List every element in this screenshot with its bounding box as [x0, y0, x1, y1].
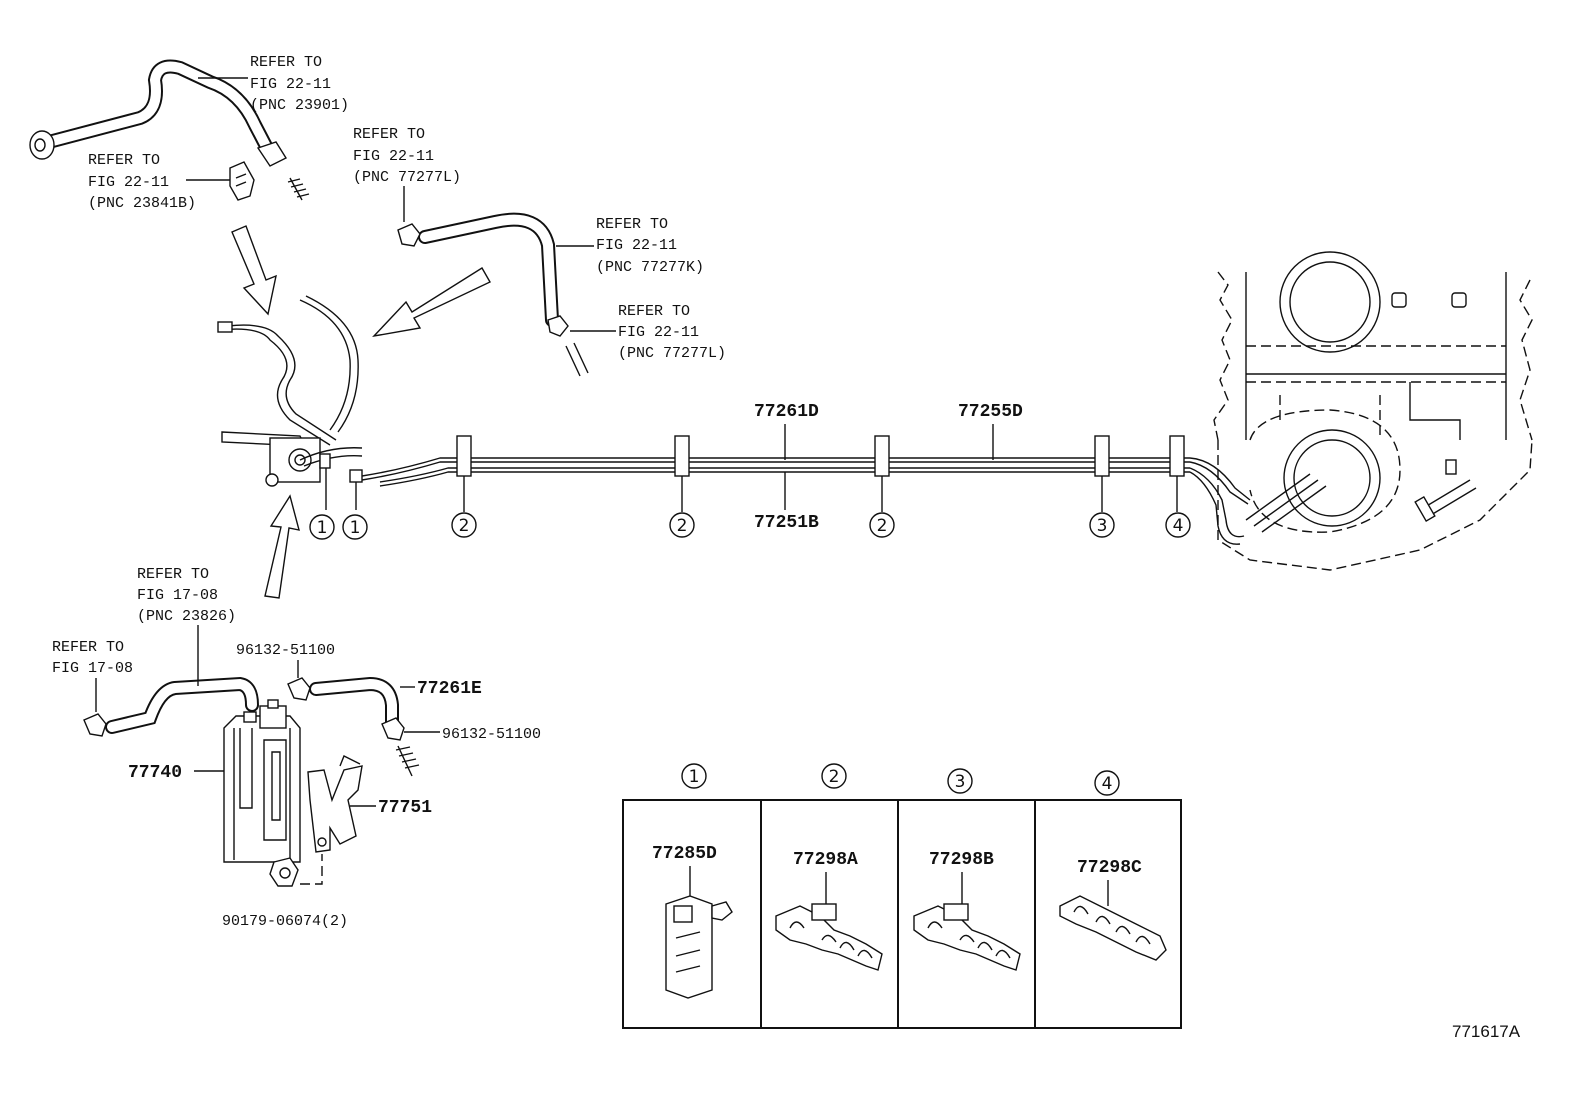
hose-77277K — [397, 212, 589, 377]
legend-cell-3: 3 77298B — [913, 768, 1021, 971]
svg-text:FIG 17-08: FIG 17-08 — [52, 660, 133, 677]
part-77255D: 77255D — [958, 402, 1023, 422]
clamp-77298C-icon — [1059, 895, 1167, 961]
svg-text:FIG 22-11: FIG 22-11 — [618, 324, 699, 341]
part-77261D: 77261D — [754, 402, 819, 422]
svg-text:(PNC 77277L): (PNC 77277L) — [618, 345, 726, 362]
svg-text:REFER TO: REFER TO — [52, 639, 124, 656]
callout-2a: 2 — [451, 512, 477, 538]
figure-id: 771617A — [1452, 1022, 1521, 1041]
refer-label-23901: REFER TO FIG 22-11 (PNC 23901) — [250, 54, 349, 114]
clamp-77298B-icon — [913, 903, 1021, 971]
part-96132-51100-top: 96132-51100 — [236, 642, 335, 659]
svg-text:77298B: 77298B — [929, 850, 994, 870]
svg-text:(PNC 77277L): (PNC 77277L) — [353, 169, 461, 186]
vehicle-body-outline — [1213, 251, 1533, 571]
callout-1b: 1 — [342, 514, 368, 540]
pipe-assembly — [361, 424, 1251, 545]
refer-label-fig-17-08: REFER TO FIG 17-08 — [52, 639, 133, 677]
svg-text:2: 2 — [677, 516, 688, 536]
legend-cell-2: 2 77298A — [775, 763, 883, 971]
svg-text:FIG 22-11: FIG 22-11 — [250, 76, 331, 93]
svg-text:REFER TO: REFER TO — [596, 216, 668, 233]
arrow-diagonal — [372, 267, 491, 338]
arrow-down-left — [231, 225, 277, 316]
svg-text:(PNC 77277K): (PNC 77277K) — [596, 259, 704, 276]
svg-text:(PNC 23841B): (PNC 23841B) — [88, 195, 196, 212]
svg-text:(PNC 23901): (PNC 23901) — [250, 97, 349, 114]
part-77751: 77751 — [378, 798, 432, 818]
svg-text:3: 3 — [1097, 516, 1108, 536]
part-77251B: 77251B — [754, 513, 819, 533]
refer-label-23826: REFER TO FIG 17-08 (PNC 23826) — [137, 566, 236, 625]
svg-text:2: 2 — [877, 516, 888, 536]
legend-cell-4: 4 77298C — [1059, 770, 1167, 961]
svg-text:REFER TO: REFER TO — [137, 566, 209, 583]
svg-text:FIG 22-11: FIG 22-11 — [88, 174, 169, 191]
bracket-77751 — [307, 755, 363, 853]
svg-text:REFER TO: REFER TO — [618, 303, 690, 320]
svg-text:FIG 22-11: FIG 22-11 — [596, 237, 677, 254]
svg-text:77298A: 77298A — [793, 850, 858, 870]
svg-text:77298C: 77298C — [1077, 858, 1142, 878]
svg-text:(PNC 23826): (PNC 23826) — [137, 608, 236, 625]
callout-2b: 2 — [669, 512, 695, 538]
refer-label-77277L-top: REFER TO FIG 22-11 (PNC 77277L) — [353, 126, 461, 186]
svg-text:2: 2 — [459, 516, 470, 536]
svg-text:1: 1 — [689, 767, 700, 787]
svg-text:REFER TO: REFER TO — [88, 152, 160, 169]
callout-3: 3 — [1089, 512, 1115, 538]
svg-text:FIG 22-11: FIG 22-11 — [353, 148, 434, 165]
sensor-23841B — [229, 161, 255, 201]
svg-text:1: 1 — [317, 518, 328, 538]
part-96132-51100-right: 96132-51100 — [442, 726, 541, 743]
clamp-legend-table: 1 77285D 2 77298A 3 77298B — [622, 763, 1182, 1029]
refer-label-77277L-bottom: REFER TO FIG 22-11 (PNC 77277L) — [618, 303, 726, 362]
nut-90179 — [269, 854, 323, 887]
svg-text:2: 2 — [829, 767, 840, 787]
arrow-up — [264, 494, 300, 599]
callout-2c: 2 — [869, 512, 895, 538]
svg-text:REFER TO: REFER TO — [353, 126, 425, 143]
pipe-junction — [217, 295, 363, 510]
svg-text:4: 4 — [1173, 516, 1184, 536]
refer-label-23841B: REFER TO FIG 22-11 (PNC 23841B) — [88, 152, 196, 212]
hose-23826 — [83, 676, 259, 737]
svg-text:REFER TO: REFER TO — [250, 54, 322, 71]
hose-23901 — [29, 59, 310, 201]
part-77740: 77740 — [128, 763, 182, 783]
part-90179-06074: 90179-06074(2) — [222, 913, 348, 930]
clamp-77285D-icon — [665, 895, 733, 999]
canister-77740 — [223, 699, 301, 863]
callout-1a: 1 — [309, 514, 335, 540]
hose-77261E — [287, 676, 420, 777]
clamp-77298A-icon — [775, 903, 883, 971]
svg-text:77285D: 77285D — [652, 844, 717, 864]
callout-4: 4 — [1165, 512, 1191, 538]
refer-label-77277K: REFER TO FIG 22-11 (PNC 77277K) — [596, 216, 704, 276]
legend-cell-1: 1 77285D — [652, 763, 733, 999]
part-77261E: 77261E — [417, 679, 482, 699]
svg-text:FIG 17-08: FIG 17-08 — [137, 587, 218, 604]
svg-text:4: 4 — [1102, 774, 1113, 794]
svg-text:3: 3 — [955, 772, 966, 792]
svg-text:1: 1 — [350, 518, 361, 538]
